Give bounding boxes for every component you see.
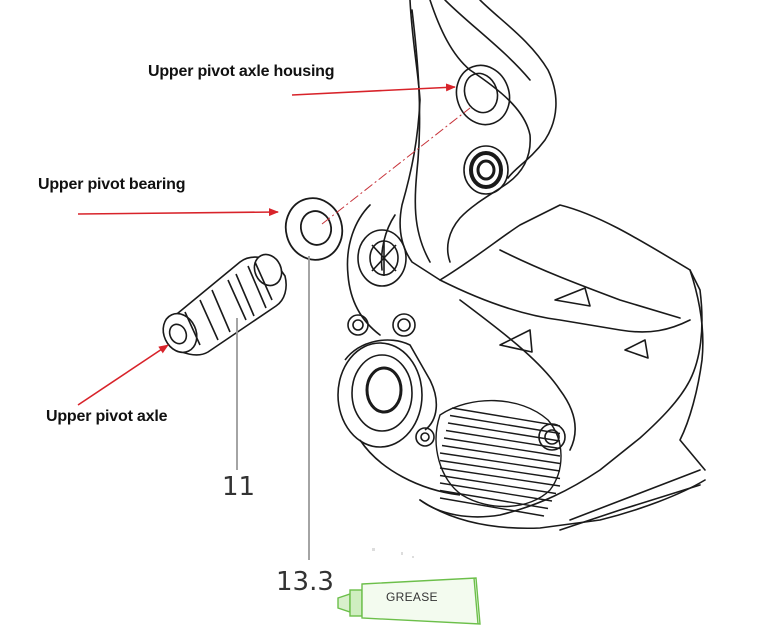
left-cog-spokes [371,240,397,276]
axle-grooves [199,265,267,341]
axle-end-hole [168,323,188,345]
grille-outline [435,399,562,508]
grease-cap [349,589,363,617]
label-upper-pivot-bearing: Upper pivot bearing [38,176,186,193]
grease-label: GREASE [386,590,438,604]
label-upper-pivot-axle: Upper pivot axle [46,408,168,425]
grille-slat [439,489,549,510]
cable-guide-1 [554,287,591,307]
part-number-11: 11 [222,472,256,502]
arm-right-edge [479,0,557,179]
grille-slat [445,429,561,450]
bolt-c-core [420,432,430,442]
axle-body [171,256,287,356]
cable-guide-3 [624,339,649,359]
pivot-housing-hole [455,64,511,126]
grille-lines [439,407,561,517]
grease-crimp [473,577,479,625]
motor-cover [337,339,461,496]
body-left [346,204,381,336]
grille-slat [451,407,561,427]
bolt-a-core [352,319,364,331]
frame [346,0,706,531]
bolt-a [347,314,369,336]
housing-outer [455,64,511,126]
grille-slat [443,437,561,457]
grille-slat [449,414,561,435]
grease-nozzle [337,593,351,613]
leader-lines [236,256,310,560]
left-cog [357,229,407,287]
motor-grille [435,399,562,517]
grille-slat [439,452,561,472]
body-ridge [459,299,576,451]
arrow-bearing [77,208,279,217]
grille-slat [441,444,561,465]
grease-tube [337,577,481,625]
arm-bolt-outer [463,145,509,195]
grille-slat [439,467,561,487]
crank-arm [359,439,461,496]
bolt-d-core [544,429,560,445]
crank-link [344,339,438,431]
arm-bolt [463,145,509,195]
crank-inner [365,366,403,414]
bolt-b-core [397,318,411,332]
housing-inner [463,72,499,114]
body-top [439,279,691,333]
bolt-b [392,313,416,337]
axle-flats [184,261,273,346]
lower-edge [419,479,706,530]
arrow-axle [77,344,169,406]
scan-specks [372,548,414,558]
left-cog-outer [357,229,407,287]
crank-outer [337,342,423,448]
lower-edge-2 [559,484,701,531]
part-number-13-3: 13.3 [276,567,334,597]
crank-mid [351,354,413,432]
grille-slat [439,474,557,495]
lower-edge-3 [569,469,701,521]
upper-arm-inner [429,0,531,263]
arm-bolt-core [476,159,496,181]
arm-bolt-ring [469,151,503,189]
upper-pivot-axle [162,253,287,356]
small-bolts [347,313,566,451]
label-upper-pivot-axle-housing: Upper pivot axle housing [148,63,335,80]
callout-arrows [77,83,456,406]
grille-slat [439,459,561,480]
right-edge [679,269,706,471]
grille-slat [447,422,561,442]
body-ridge-2 [499,249,681,319]
grease-body [361,577,481,625]
assembly-axis [321,107,471,225]
grille-slat [439,482,553,502]
bearing-inner [299,210,333,246]
grille-slat [439,497,545,517]
arm-top-edge [444,0,531,81]
cable-guide-2 [499,329,533,353]
bolt-c [415,427,435,447]
upper-pivot-bearing [284,197,344,261]
arm-spine [411,9,431,263]
arrow-housing [291,83,456,96]
